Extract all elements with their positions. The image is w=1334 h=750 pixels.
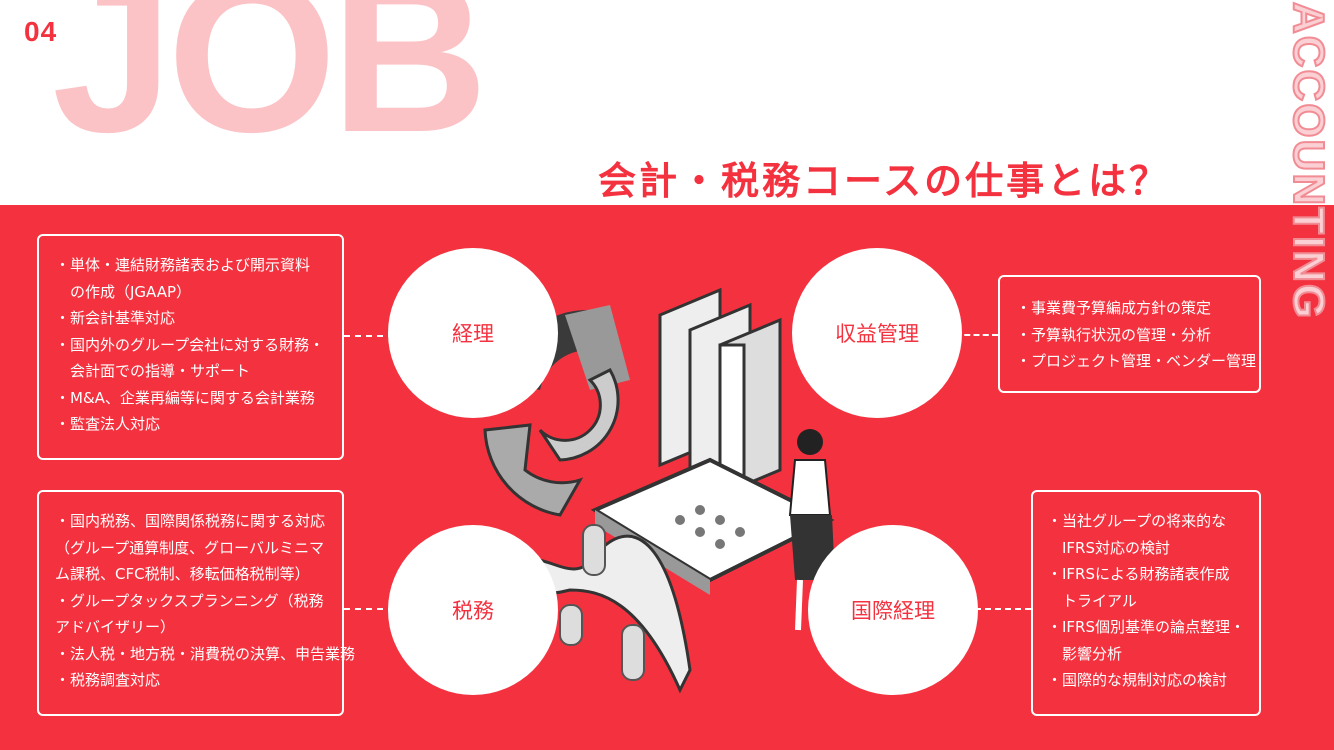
zeimu-circle: 税務 [388,525,558,695]
kokusai-item: トライアル [1047,591,1137,610]
shueki-item: ・プロジェクト管理・ベンダー管理 [1016,352,1257,370]
shueki-description: ・事業費予算編成方針の策定 ・予算執行状況の管理・分析 ・プロジェクト管理・ベン… [998,275,1261,393]
shueki-circle: 収益管理 [792,248,962,418]
kokusai-circle: 国際経理 [808,525,978,695]
zeimu-item: ・法人税・地方税・消費税の決算、申告業務 [55,644,356,663]
binders-icon [658,287,782,498]
page-title: 会計・税務コースの仕事とは？ [598,159,1171,203]
zeimu-description: ・国内税務、国際関係税務に関する対応 （グループ通算制度、グローバルミニマ ム課… [37,490,356,716]
connector-line [975,608,1031,610]
coin-stacks-icon [559,524,645,681]
zeimu-label: 税務 [452,599,494,623]
keiri-item: ・国内外のグループ会社に対する財務・ [55,335,325,354]
kokusai-label: 国際経理 [851,599,935,623]
zeimu-item: ・グループタックスプランニング（税務 [55,591,324,610]
side-word: ACCOUNTING [1283,1,1334,321]
kokusai-description: ・当社グループの将来的な IFRS対応の検討 ・IFRSによる財務諸表作成 トラ… [1031,490,1261,716]
keiri-item: 会計面での指導・サポート [55,362,251,380]
shueki-item: ・予算執行状況の管理・分析 [1016,325,1212,344]
kokusai-item: ・国際的な規制対応の検討 [1047,671,1228,689]
section-number: 04 [24,16,58,47]
keiri-item: ・単体・連結財務諸表および開示資料 [55,256,311,274]
kokusai-item: IFRS対応の検討 [1047,538,1170,557]
kokusai-item: ・IFRS個別基準の論点整理・ [1047,618,1245,636]
keiri-description: ・単体・連結財務諸表および開示資料 の作成（JGAAP） ・新会計基準対応 ・国… [37,234,344,460]
header-area: 04 JOB 会計・税務コースの仕事とは？ [0,0,1334,205]
keiri-item: の作成（JGAAP） [55,282,192,301]
connector-line [344,335,394,337]
kokusai-item: ・当社グループの将来的な [1047,512,1227,530]
big-word: JOB [52,0,488,178]
zeimu-item: （グループ通算制度、グローバルミニマ [55,538,324,557]
zeimu-item: ム課税、CFC税制、移転価格税制等） [55,565,310,583]
shueki-label: 収益管理 [835,322,919,346]
keiri-label: 経理 [452,322,494,346]
zeimu-item: ・国内税務、国際関係税務に関する対応 [55,512,326,530]
connector-line [955,334,998,336]
kokusai-item: ・IFRSによる財務諸表作成 [1047,565,1230,583]
keiri-item: ・監査法人対応 [55,415,161,433]
zeimu-item: アドバイザリー） [55,618,176,636]
kokusai-item: 影響分析 [1047,644,1123,663]
shueki-item: ・事業費予算編成方針の策定 [1016,299,1212,317]
zeimu-item: ・税務調査対応 [55,671,161,689]
keiri-circle: 経理 [388,248,558,418]
keiri-item: ・M&A、企業再編等に関する会計業務 [55,388,315,407]
accounting-illustration [483,287,835,694]
connector-line [344,608,394,610]
keiri-item: ・新会計基準対応 [55,309,176,327]
